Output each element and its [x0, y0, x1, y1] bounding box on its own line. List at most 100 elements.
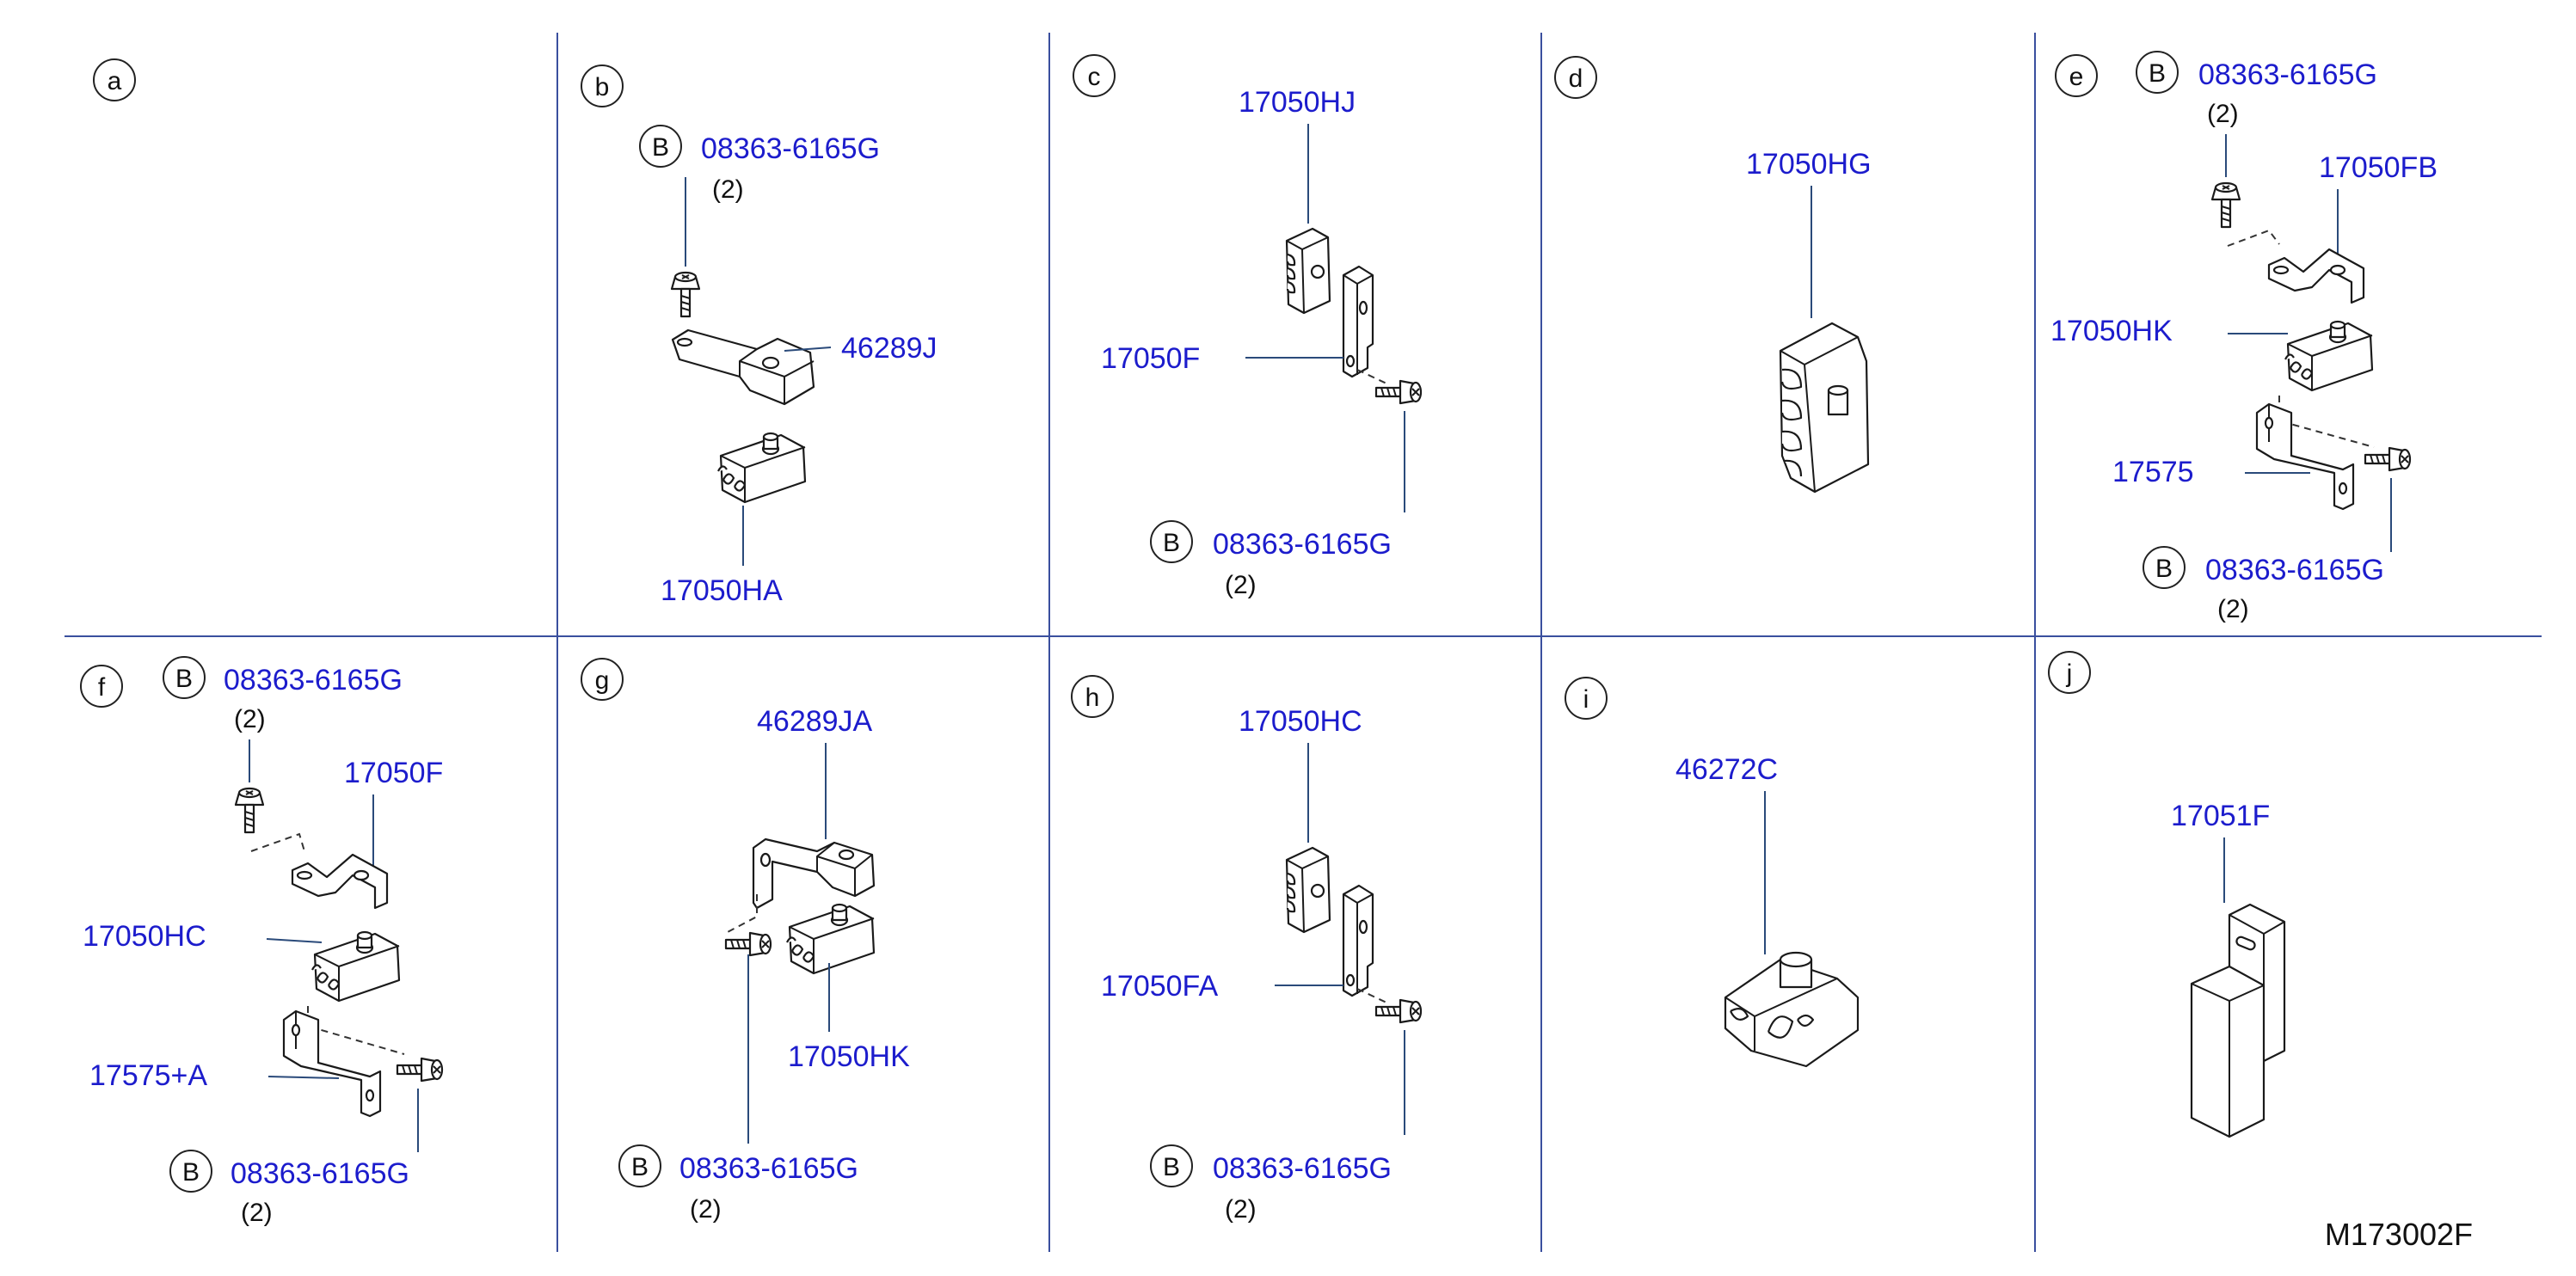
panel-letter-circle: [2048, 651, 2091, 694]
bracket-icon: [752, 837, 876, 910]
part-number-label[interactable]: 17050FB: [2319, 151, 2438, 184]
part-number-label[interactable]: 46272C: [1675, 753, 1778, 786]
panel-letter: b: [595, 73, 610, 101]
part-number-label[interactable]: 08363-6165G: [2198, 58, 2377, 91]
quantity-label: (2): [1225, 571, 1257, 599]
clip-icon: [785, 903, 876, 975]
bolt-callout-circle: [639, 125, 682, 168]
part-number-label[interactable]: 17575+A: [89, 1059, 207, 1092]
panel-letter-circle: [2055, 54, 2098, 97]
part-number-label[interactable]: 17050HA: [661, 574, 783, 607]
part-number-label[interactable]: 17575: [2112, 456, 2194, 488]
panel-g: g 46289JA 17050HK B 08363-6165G (2): [581, 658, 910, 1224]
panel-letter-circle: [1071, 675, 1114, 718]
bolt-callout-tag: B: [1163, 529, 1180, 557]
quantity-label: (2): [690, 1195, 722, 1224]
part-number-label[interactable]: 17050HG: [1746, 148, 1872, 181]
part-number-label[interactable]: 46289JA: [757, 705, 873, 738]
panel-a: a: [93, 58, 136, 101]
bracket-icon: [2267, 248, 2365, 304]
part-number-label[interactable]: 08363-6165G: [679, 1152, 858, 1185]
bolt-icon: [724, 931, 772, 957]
panel-letter-circle: [80, 665, 123, 708]
bolt-callout-tag: B: [175, 665, 193, 693]
part-number-label[interactable]: 17050FA: [1101, 970, 1218, 1003]
leader-line: [266, 938, 323, 943]
quantity-label: (2): [1225, 1195, 1257, 1224]
assembly-line: [2227, 229, 2280, 247]
part-number-label[interactable]: 17050F: [1101, 342, 1200, 375]
panel-e: e B 08363-6165G (2) 17050FB 17050HK 1757…: [2050, 51, 2438, 623]
bolt-callout-tag: B: [652, 133, 669, 162]
bolt-callout-circle: [1150, 520, 1193, 563]
panel-letter: f: [98, 673, 106, 702]
bolt-callout-circle: [169, 1150, 212, 1193]
part-number-label[interactable]: 17050HJ: [1239, 86, 1356, 119]
bracket-icon: [671, 328, 815, 406]
clip-icon: [1285, 846, 1331, 934]
part-number-label[interactable]: 08363-6165G: [1213, 1152, 1392, 1185]
lower-bracket-icon: [282, 1009, 382, 1118]
panel-letter-circle: [1073, 54, 1116, 97]
bolt-callout-circle: [2143, 546, 2186, 589]
panel-letter: h: [1085, 684, 1100, 712]
leader-line: [784, 347, 832, 352]
bolt-callout-tag: B: [182, 1158, 200, 1187]
part-number-label[interactable]: 17050F: [344, 757, 443, 789]
panel-i: i 46272C: [1565, 677, 1860, 1068]
panel-letter: a: [108, 67, 122, 95]
panel-letter-circle: [1565, 677, 1608, 720]
clip-icon: [2284, 320, 2374, 392]
panel-h: h 17050HC 17050FA B 08363-6165G (2): [1071, 675, 1423, 1224]
assembly-line: [1356, 369, 1387, 384]
clip-icon: [1724, 951, 1860, 1068]
quantity-label: (2): [2207, 100, 2239, 128]
panel-letter: g: [595, 666, 610, 695]
leader-line: [267, 1076, 340, 1079]
part-number-label[interactable]: 17051F: [2171, 800, 2270, 832]
quantity-label: (2): [234, 705, 266, 733]
part-number-label[interactable]: 08363-6165G: [224, 664, 403, 696]
part-number-label[interactable]: 17050HK: [788, 1040, 910, 1073]
panel-letter-circle: [93, 58, 136, 101]
bolt-callout-tag: B: [631, 1153, 649, 1181]
panel-letter-circle: [581, 658, 624, 701]
bolt-icon: [1374, 379, 1423, 405]
bolt-icon: [2210, 181, 2241, 229]
panel-letter-circle: [1554, 56, 1597, 99]
part-number-label[interactable]: 08363-6165G: [2205, 554, 2384, 586]
clip-icon: [310, 930, 401, 1003]
bolt-callout-tag: B: [1163, 1153, 1180, 1181]
bolt-icon: [2364, 446, 2412, 472]
part-number-label[interactable]: 17050HK: [2050, 315, 2173, 347]
clip-icon: [1285, 227, 1331, 315]
bolt-icon: [234, 787, 265, 834]
diagram-code: M173002F: [2325, 1217, 2473, 1252]
part-number-label[interactable]: 08363-6165G: [1213, 528, 1392, 561]
assembly-line: [1356, 988, 1387, 1003]
panel-b: b B 08363-6165G (2) 46289J 17050HA: [581, 64, 938, 607]
bolt-icon: [1374, 998, 1423, 1024]
panel-letter: c: [1088, 63, 1101, 91]
part-number-label[interactable]: 46289J: [841, 332, 938, 365]
part-number-label[interactable]: 17050HC: [83, 920, 206, 953]
bolt-callout-circle: [618, 1144, 661, 1187]
bolt-callout-tag: B: [2155, 555, 2173, 583]
part-number-label[interactable]: 17050HC: [1239, 705, 1362, 738]
panel-d: d 17050HG: [1554, 56, 1872, 494]
panel-letter: e: [2069, 63, 2084, 91]
bracket-icon: [1342, 265, 1374, 378]
panel-letter: j: [2066, 659, 2073, 688]
bolt-callout-circle: [1150, 1144, 1193, 1187]
clip-icon: [1779, 322, 1870, 494]
clip-icon: [716, 432, 807, 504]
part-number-label[interactable]: 08363-6165G: [701, 132, 880, 165]
bracket-icon: [1342, 884, 1374, 997]
panel-letter-circle: [581, 64, 624, 107]
part-number-label[interactable]: 08363-6165G: [231, 1157, 409, 1190]
bolt-callout-circle: [2136, 51, 2179, 94]
panel-grid: [65, 33, 2542, 1252]
bolt-callout-tag: B: [2149, 59, 2166, 88]
lower-bracket-icon: [2255, 402, 2355, 511]
